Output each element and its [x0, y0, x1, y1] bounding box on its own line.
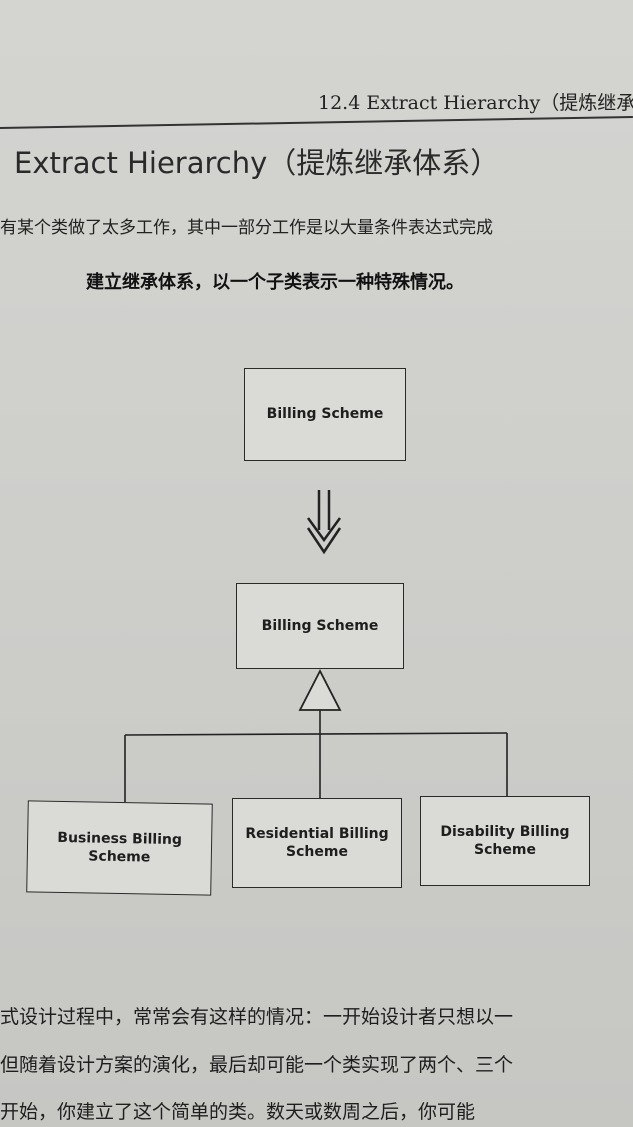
double-down-arrow-icon	[306, 490, 342, 555]
summary-text: 建立继承体系，以一个子类表示一种特殊情况。	[86, 272, 464, 293]
class-box-superclass: Billing Scheme	[236, 583, 404, 669]
body-line: 但随着设计方案的演化，最后却可能一个类实现了两个、三个	[0, 1054, 514, 1076]
class-box-subclass-business: Business Billing Scheme	[26, 800, 213, 896]
body-line: 式设计过程中，常常会有这样的情况：一开始设计者只想以一	[0, 1006, 514, 1028]
intro-text: 有某个类做了太多工作，其中一部分工作是以大量条件表达式完成	[0, 218, 493, 238]
class-box-subclass-disability: Disability Billing Scheme	[420, 796, 590, 886]
class-box-subclass-residential: Residential Billing Scheme	[232, 798, 402, 888]
inheritance-triangle-icon	[298, 669, 342, 711]
class-box-before: Billing Scheme	[244, 368, 406, 461]
body-line: 开始，你建立了这个简单的类。数天或数周之后，你可能	[0, 1101, 476, 1123]
section-title: Extract Hierarchy（提炼继承体系）	[14, 146, 500, 180]
inheritance-lines	[124, 710, 508, 803]
running-head: 12.4 Extract Hierarchy（提炼继承	[318, 92, 633, 114]
